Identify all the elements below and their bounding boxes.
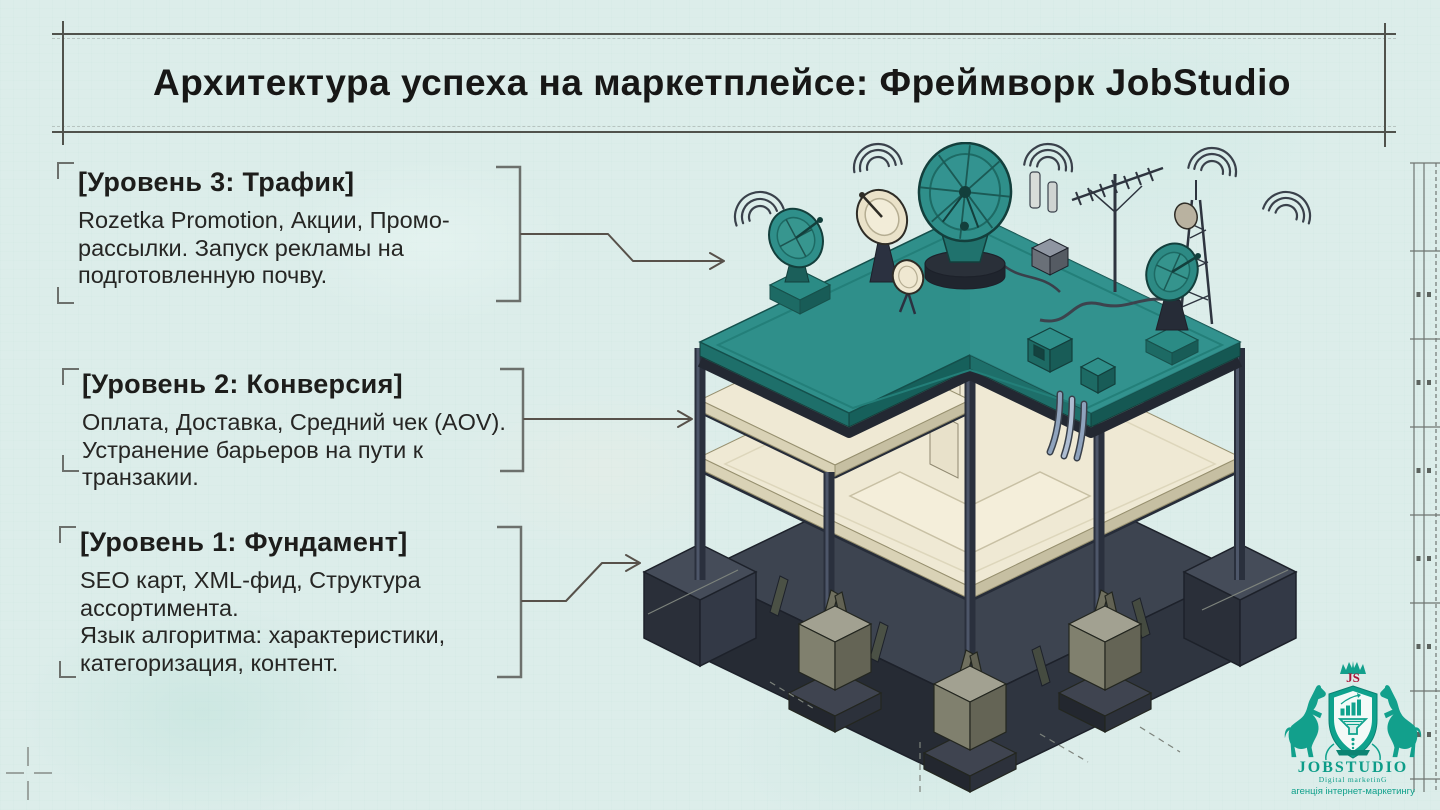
logo-name: JOBSTUDIO — [1298, 759, 1408, 776]
level-2-block: [Уровень 2: Конверсия] Оплата, Доставка,… — [82, 369, 544, 492]
rooftop-antennas — [768, 142, 1214, 462]
title-box-top-dash — [52, 38, 1396, 39]
hanging-pipes — [1046, 390, 1088, 462]
logo-shield-icon — [1325, 685, 1381, 761]
level-1-heading: [Уровень 1: Фундамент] — [80, 527, 408, 557]
tv-antenna-icon — [1071, 166, 1164, 292]
dimension-lines — [647, 569, 1289, 794]
satellite-dish-cream-icon — [855, 188, 909, 283]
level-3-block: [Уровень 3: Трафик] Rozetka Promotion, А… — [78, 167, 540, 290]
level-2-heading: [Уровень 2: Конверсия] — [82, 369, 403, 399]
equipment-boxes — [1026, 327, 1117, 394]
logo-crest: JS — [1284, 661, 1422, 761]
title-box-right-line — [1384, 23, 1386, 147]
title-box-bottom-dash — [52, 126, 1396, 127]
satellite-dish-right-icon — [1144, 242, 1201, 366]
level-3-body: Rozetka Promotion, Акции, Промо- рассылк… — [78, 207, 450, 288]
connector-arrow-level-3 — [520, 233, 725, 270]
concrete-footings — [787, 589, 1153, 793]
satellite-dish-left-icon — [768, 207, 832, 315]
logo-monogram: JS — [1346, 670, 1360, 685]
title-box-top-line — [52, 33, 1396, 35]
logo-crown-icon — [1340, 661, 1366, 674]
steel-columns — [694, 348, 1245, 699]
title-box-left-line — [62, 21, 64, 145]
logo-tagline: Digital marketinG — [1319, 775, 1387, 784]
radio-waves-icon — [733, 142, 1312, 227]
crosshair-mark — [6, 747, 52, 800]
level-1-block: [Уровень 1: Фундамент] SEO карт, XML-фид… — [80, 527, 552, 677]
equipment-cabinet — [1030, 238, 1070, 276]
margin-ruler — [1410, 162, 1440, 792]
building-illustration — [642, 142, 1312, 794]
satellite-dish-large-icon — [917, 142, 1013, 290]
satellite-dish-small-icon — [891, 259, 925, 315]
page-title: Архитектура успеха на маркетплейсе: Фрей… — [152, 62, 1291, 103]
equipment-panels — [1029, 171, 1058, 213]
level-2-body: Оплата, Доставка, Средний чек (AOV). Уст… — [82, 409, 506, 490]
jobstudio-logo: JS JOBSTUDIO Digital marketinG агенція і… — [1284, 661, 1422, 797]
logo-horse-left-icon — [1284, 685, 1326, 758]
connector-arrow-level-1 — [521, 554, 641, 602]
title-box-bottom-line — [52, 131, 1396, 133]
logo-subtitle: агенція інтернет-маркетингу — [1291, 786, 1415, 797]
connector-arrow-level-2 — [523, 410, 693, 428]
level-3-heading: [Уровень 3: Трафик] — [78, 167, 355, 197]
bracket-level-1 — [59, 525, 523, 679]
level-1-body: SEO карт, XML-фид, Структура ассортимент… — [80, 567, 446, 676]
bracket-level-3 — [57, 162, 522, 304]
bracket-level-2 — [62, 367, 525, 473]
logo-horse-right-icon — [1380, 685, 1422, 758]
